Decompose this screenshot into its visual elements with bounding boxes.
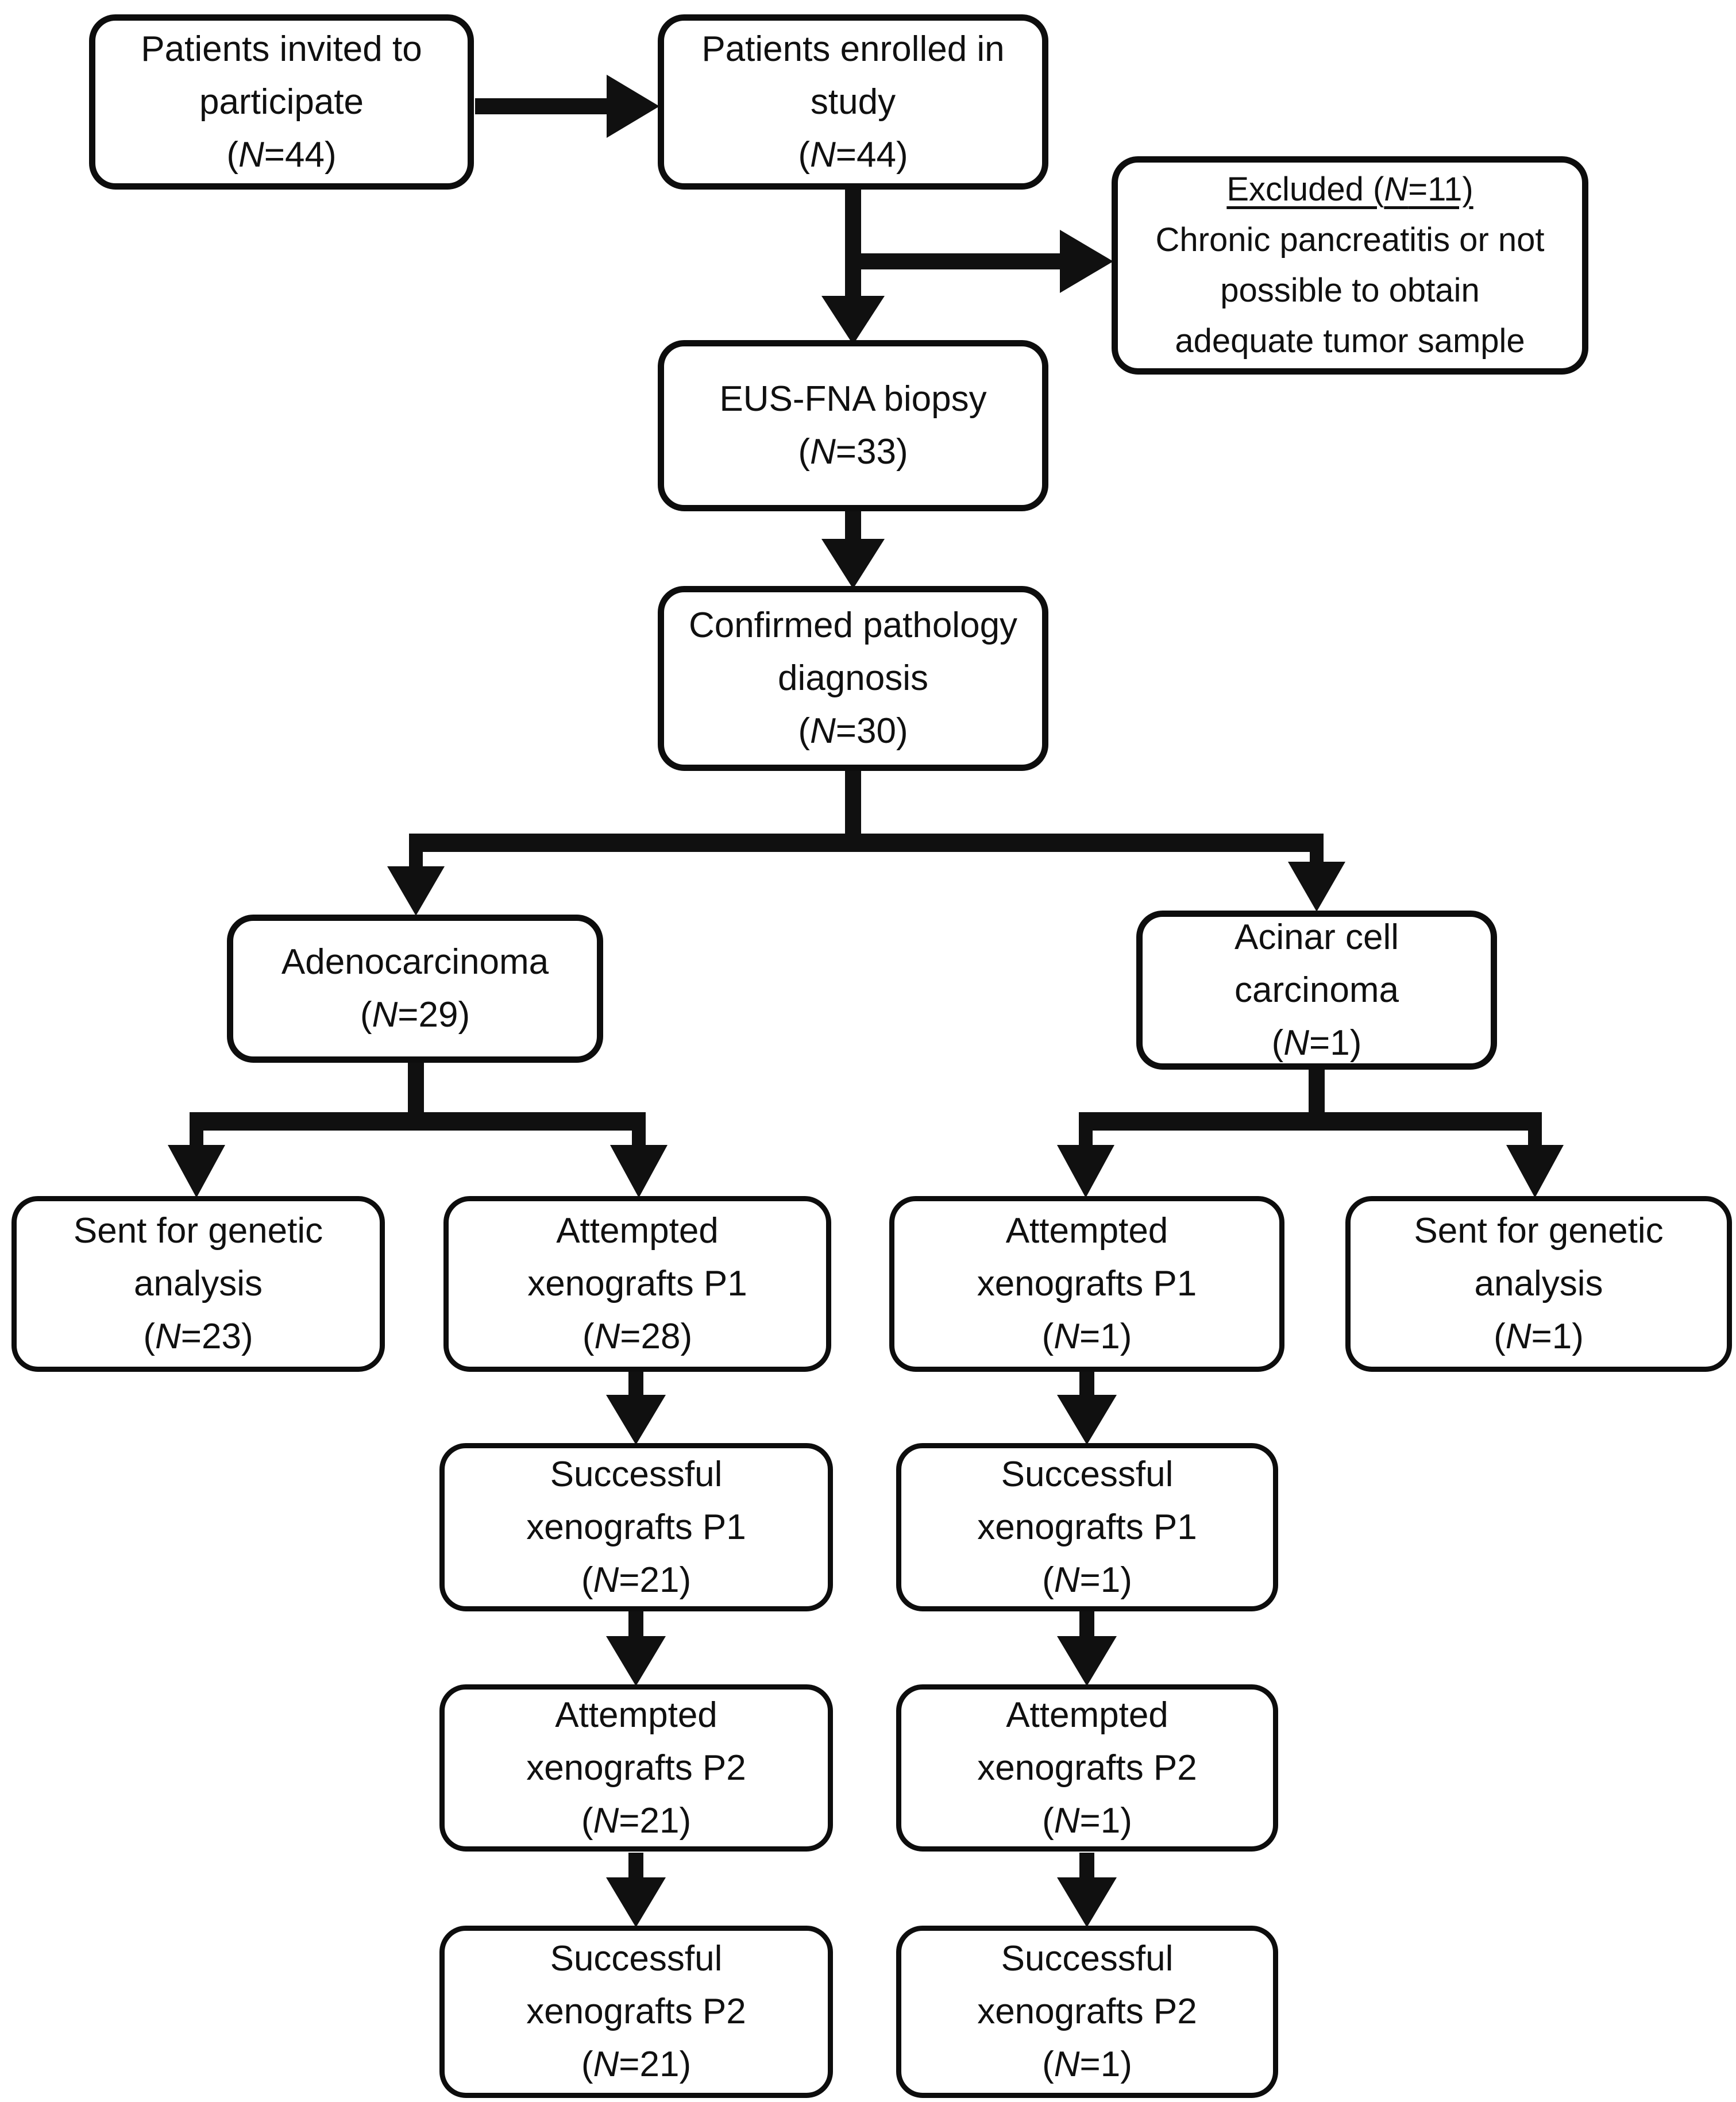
flow-box-attempted-xenografts-p2-acinar: Attempted xenografts P2 (N=1) [896, 1684, 1278, 1852]
box-text-line: xenografts P2 [526, 1748, 746, 1788]
box-text-line: (N=21) [581, 2045, 692, 2084]
flow-box-adenocarcinoma: Adenocarcinoma (N=29) [227, 915, 603, 1063]
box-text-line: xenografts P2 [977, 1992, 1197, 2031]
box-text-line: Attempted [555, 1695, 717, 1735]
flow-box-successful-xenografts-p2-adeno: Successful xenografts P2 (N=21) [439, 1926, 833, 2098]
box-text-line: (N=29) [360, 995, 470, 1035]
box-text-line: analysis [1474, 1264, 1603, 1303]
box-text-line: Sent for genetic [73, 1211, 323, 1251]
arrow-succp1-to-attp2-adeno [606, 1611, 666, 1686]
box-text-line: (N=33) [798, 432, 908, 472]
split-adenocarcinoma [168, 1063, 668, 1198]
box-text-line: adequate tumor sample [1175, 322, 1525, 360]
flow-box-attempted-xenografts-p2-adeno: Attempted xenografts P2 (N=21) [439, 1684, 833, 1852]
box-text-line: xenografts P2 [526, 1992, 746, 2031]
box-text-line: Acinar cell [1235, 917, 1399, 957]
box-text-line: Confirmed pathology [688, 605, 1018, 645]
box-text-line: xenografts P1 [526, 1507, 746, 1547]
arrow-attp2-to-succp2-acinar [1057, 1853, 1117, 1927]
box-text-line: (N=21) [581, 1800, 692, 1841]
box-text-line: Patients enrolled in [701, 29, 1005, 69]
box-text-line: (N=1) [1494, 1317, 1584, 1356]
box-text-line: Sent for genetic [1414, 1211, 1664, 1251]
arrow-invited-to-enrolled [475, 75, 659, 138]
box-text-line: (N=30) [798, 711, 908, 751]
box-text-line: (N=1) [1042, 1800, 1132, 1841]
box-text-line: xenografts P1 [977, 1264, 1197, 1303]
box-text-line: participate [199, 82, 364, 122]
box-text-line: (N=23) [143, 1317, 253, 1356]
box-text-line: Adenocarcinoma [281, 942, 549, 982]
box-text-line: (N=44) [798, 134, 908, 175]
box-text-line: Successful [550, 1454, 723, 1494]
flow-box-successful-xenografts-p2-acinar: Successful xenografts P2 (N=1) [896, 1926, 1278, 2098]
box-text-line: Successful [1001, 1454, 1174, 1494]
box-text-line: Chronic pancreatitis or not [1155, 221, 1545, 259]
box-text-line: xenografts P1 [527, 1264, 747, 1303]
flow-box-patients-enrolled: Patients enrolled in study (N=44) [658, 14, 1048, 190]
flow-box-sent-genetic-acinar: Sent for genetic analysis (N=1) [1345, 1196, 1732, 1372]
split-acinar [1057, 1070, 1564, 1198]
box-text-line: (N=21) [581, 1560, 692, 1600]
box-text-line: (N=28) [582, 1317, 693, 1356]
box-text-line: study [810, 82, 896, 122]
flow-box-attempted-xenografts-p1-acinar: Attempted xenografts P1 (N=1) [889, 1196, 1284, 1372]
arrow-enrolled-to-eusfna [821, 190, 885, 345]
box-text-line: Attempted [1005, 1211, 1168, 1251]
box-text-line: (N=1) [1271, 1023, 1362, 1063]
box-text-line: possible to obtain [1220, 272, 1480, 309]
arrow-attp1-to-succp1-adeno [606, 1371, 666, 1445]
arrow-succp1-to-attp2-acinar [1057, 1611, 1117, 1686]
flow-box-eus-fna-biopsy: EUS-FNA biopsy (N=33) [658, 340, 1048, 511]
box-text-line: diagnosis [778, 658, 928, 698]
box-text-line: (N=1) [1042, 1560, 1132, 1600]
box-text-line: (N=1) [1042, 2045, 1132, 2084]
box-text-line: Patients invited to [141, 29, 422, 69]
box-text-line: Attempted [1006, 1695, 1168, 1735]
box-text-line: carcinoma [1235, 970, 1399, 1010]
box-text-line: analysis [134, 1264, 263, 1303]
arrow-eusfna-to-confirmed [821, 510, 885, 589]
arrow-attp2-to-succp2-adeno [606, 1853, 666, 1927]
box-text-line: Attempted [556, 1211, 719, 1251]
flow-box-sent-genetic-adeno: Sent for genetic analysis (N=23) [11, 1196, 385, 1372]
flow-box-successful-xenografts-p1-acinar: Successful xenografts P1 (N=1) [896, 1443, 1278, 1611]
flow-box-acinar-cell-carcinoma: Acinar cell carcinoma (N=1) [1136, 911, 1497, 1070]
arrow-attp1-to-succp1-acinar [1057, 1371, 1117, 1445]
arrow-enrolled-to-excluded [846, 230, 1113, 293]
flow-box-attempted-xenografts-p1-adeno: Attempted xenografts P1 (N=28) [443, 1196, 831, 1372]
box-text-line: Excluded (N=11) [1226, 171, 1473, 208]
box-text-line: (N=1) [1041, 1317, 1132, 1356]
box-text-line: xenografts P1 [977, 1507, 1197, 1547]
box-text-line: Successful [550, 1939, 723, 1978]
flow-box-confirmed-pathology: Confirmed pathology diagnosis (N=30) [658, 586, 1048, 771]
box-text-line: EUS-FNA biopsy [719, 379, 987, 419]
flow-box-patients-invited: Patients invited to participate (N=44) [89, 14, 474, 190]
flow-box-excluded: Excluded (N=11) Chronic pancreatitis or n… [1112, 156, 1588, 375]
box-text-line: xenografts P2 [977, 1748, 1197, 1788]
flow-box-successful-xenografts-p1-adeno: Successful xenografts P1 (N=21) [439, 1443, 833, 1611]
split-confirmed [387, 770, 1345, 916]
box-text-line: (N=44) [226, 134, 337, 175]
box-text-line: Successful [1001, 1939, 1174, 1978]
